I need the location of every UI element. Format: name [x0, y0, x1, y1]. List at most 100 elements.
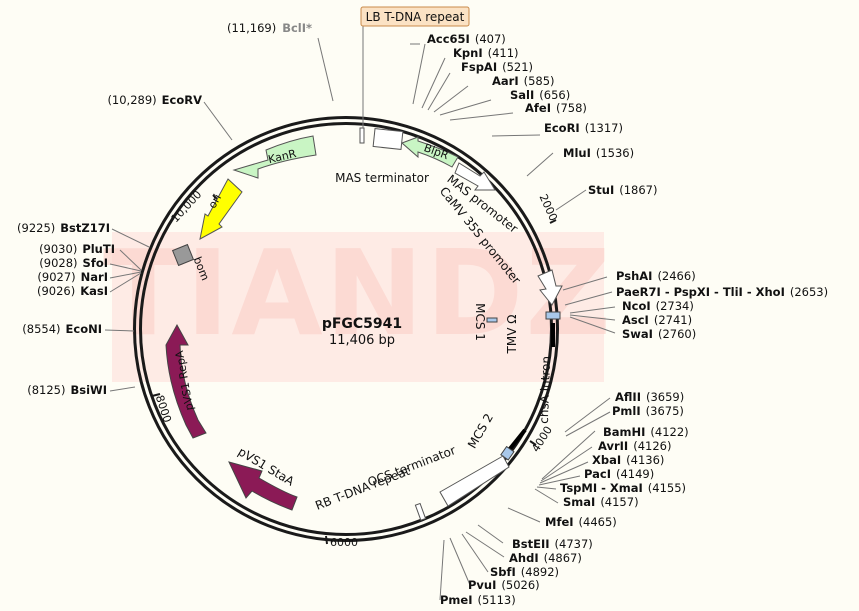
tick-marks	[151, 194, 557, 545]
site-mfei-pos: (4465)	[579, 515, 617, 529]
site-aflii[interactable]: AflII(3659)	[615, 390, 684, 404]
site-aari[interactable]: AarI(585)	[492, 74, 555, 88]
site-pvui[interactable]: PvuI(5026)	[468, 578, 540, 592]
site-paci-pos: (4149)	[616, 467, 654, 481]
ocs-terminator-feature[interactable]	[439, 455, 510, 507]
site-pshai-pos: (2466)	[657, 269, 695, 283]
site-avrii-name: AvrII	[598, 439, 628, 453]
ori-label: ori	[206, 192, 224, 211]
blpr-feature[interactable]	[401, 136, 459, 168]
site-bamhi[interactable]: BamHI(4122)	[603, 425, 689, 439]
site-smai-name: SmaI	[563, 495, 595, 509]
site-bcli-name: BclI*	[282, 21, 312, 35]
bom-feature[interactable]	[171, 243, 195, 267]
site-mfei-name: MfeI	[545, 515, 574, 529]
site-bsiwi-name: BsiWI	[70, 383, 107, 397]
ori-feature[interactable]	[199, 178, 243, 240]
tick-label-2000: 2000	[537, 192, 560, 223]
lb-tdna-box	[360, 6, 470, 27]
site-pmei-pos: (5113)	[478, 593, 516, 607]
mas-terminator-feature[interactable]	[372, 128, 404, 150]
site-stui-pos: (1867)	[619, 183, 657, 197]
site-acc65i-pos: (407)	[475, 32, 506, 46]
site-smai[interactable]: SmaI (4157)	[563, 495, 639, 509]
tmv-label: TMV Ω	[505, 315, 519, 355]
site-afei-pos: (758)	[556, 101, 587, 115]
site-swai-name: SwaI	[622, 327, 653, 341]
site-ahdi[interactable]: AhdI(4867)	[509, 551, 582, 565]
site-kasi[interactable]: (9026) KasI	[37, 284, 108, 298]
site-sali[interactable]: SalI(656)	[510, 88, 570, 102]
site-pmli[interactable]: PmlI(3675)	[612, 404, 684, 418]
site-kpni[interactable]: KpnI(411)	[453, 46, 519, 60]
site-bcli[interactable]: (11,169)BclI*	[227, 21, 312, 35]
site-econi-pos: (8554)	[22, 322, 60, 336]
site-mlui[interactable]: MluI(1536)	[563, 146, 634, 160]
site-fspai[interactable]: FspAI(521)	[461, 60, 533, 74]
site-nari-pos: (9027)	[37, 270, 75, 284]
camv35s-feature[interactable]	[537, 269, 563, 306]
mcs2-feature[interactable]	[500, 445, 515, 461]
kanr-feature[interactable]	[232, 135, 317, 179]
site-paci-name: PacI	[584, 467, 611, 481]
site-bsiwi[interactable]: (8125)BsiWI	[27, 383, 107, 397]
site-pmei[interactable]: PmeI (5113)	[440, 593, 516, 607]
mcs2-label: MCS 2	[465, 411, 496, 451]
site-bstz17i-pos: (9225)	[17, 221, 55, 235]
site-pmei-name: PmeI	[440, 593, 473, 607]
site-paci[interactable]: PacI (4149)	[584, 467, 654, 481]
site-tspmi-pos: (4155)	[648, 481, 686, 495]
pvs1-staa-feature[interactable]	[228, 461, 298, 511]
site-avrii[interactable]: AvrII (4126)	[598, 439, 671, 453]
site-kpni-pos: (411)	[488, 46, 519, 60]
kanr-label: KanR	[267, 147, 298, 166]
site-xbai[interactable]: XbaI(4136)	[592, 453, 664, 467]
site-swai[interactable]: SwaI(2760)	[622, 327, 696, 341]
site-econi[interactable]: (8554)EcoNI	[22, 322, 102, 336]
site-tspmi[interactable]: TspMI - XmaI (4155)	[560, 481, 686, 495]
site-afei[interactable]: AfeI (758)	[525, 101, 587, 115]
site-ecorv[interactable]: (10,289)EcoRV	[107, 93, 202, 107]
site-ahdi-pos: (4867)	[544, 551, 582, 565]
mcs1-label: MCS 1	[473, 303, 487, 341]
site-ecori[interactable]: EcoRI(1317)	[544, 121, 623, 135]
plasmid-name: pFGC5941	[322, 316, 402, 332]
site-acc65i-name: Acc65I	[427, 32, 470, 46]
site-tspmi-name: TspMI - XmaI	[560, 481, 643, 495]
site-sbfi-pos: (4892)	[521, 565, 559, 579]
rb-tdna-feature[interactable]	[414, 502, 427, 521]
site-paer7i[interactable]: PaeR7I - PspXI - TliI - XhoI(2653)	[616, 285, 828, 299]
mas-promoter-feature[interactable]	[454, 162, 496, 191]
site-stui[interactable]: StuI(1867)	[588, 183, 658, 197]
site-bstz17i[interactable]: (9225)BstZ17I	[17, 221, 110, 235]
site-avrii-pos: (4126)	[633, 439, 671, 453]
site-kasi-pos: (9026)	[37, 284, 75, 298]
site-pshai[interactable]: PshAI (2466)	[616, 269, 696, 283]
site-sali-name: SalI	[510, 88, 534, 102]
site-pluti[interactable]: (9030)PluTI	[39, 242, 115, 256]
pvs1-repa-feature[interactable]	[165, 323, 207, 439]
site-pshai-name: PshAI	[616, 269, 652, 283]
site-afei-name: AfeI	[525, 101, 551, 115]
site-nari[interactable]: (9027) NarI	[37, 270, 108, 284]
watermark-box	[112, 232, 604, 382]
site-mlui-pos: (1536)	[596, 146, 634, 160]
mcs1-feature[interactable]	[545, 311, 561, 320]
site-sfoi-pos: (9028)	[39, 256, 77, 270]
site-pluti-name: PluTI	[82, 242, 115, 256]
site-acc65i[interactable]: Acc65I (407)	[427, 32, 506, 46]
site-smai-pos: (4157)	[600, 495, 638, 509]
site-bsteii[interactable]: BstEII(4737)	[512, 537, 593, 551]
site-sfoi[interactable]: (9028)SfoI	[39, 256, 108, 270]
site-ncoi-name: NcoI	[622, 299, 651, 313]
site-kasi-name: KasI	[80, 284, 108, 298]
site-ncoi[interactable]: NcoI(2734)	[622, 299, 694, 313]
tick-label-6000: 6000	[330, 536, 358, 549]
site-pmli-name: PmlI	[612, 404, 641, 418]
site-paer7i-name: PaeR7I - PspXI - TliI - XhoI	[616, 285, 785, 299]
site-mfei[interactable]: MfeI (4465)	[545, 515, 617, 529]
site-aflii-name: AflII	[615, 390, 641, 404]
site-sbfi[interactable]: SbfI(4892)	[490, 565, 559, 579]
site-asci[interactable]: AscI(2741)	[622, 313, 692, 327]
site-nari-name: NarI	[81, 270, 108, 284]
